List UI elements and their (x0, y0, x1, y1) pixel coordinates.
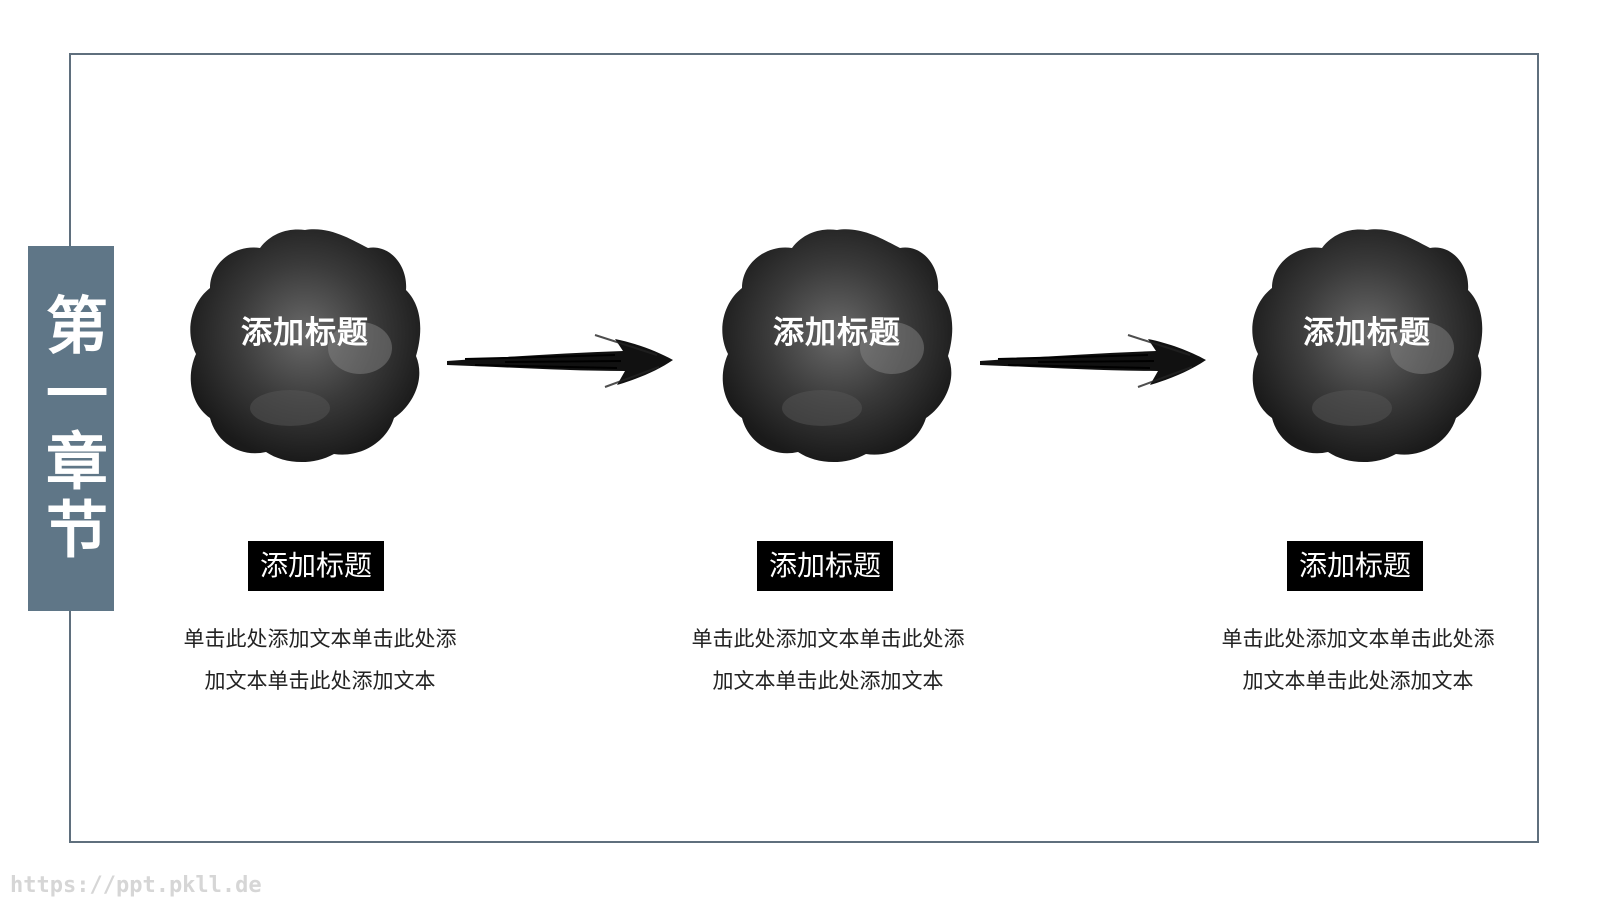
step-2-ink-title: 添加标题 (773, 314, 901, 351)
ink-blob-icon (190, 229, 421, 463)
step-1-description: 单击此处添加文本单击此处添 加文本单击此处添加文本 (160, 618, 480, 702)
chapter-label-box: 第一章节 (28, 246, 114, 611)
step-3-description: 单击此处添加文本单击此处添 加文本单击此处添加文本 (1198, 618, 1518, 702)
ink-blob-icon (722, 229, 953, 463)
arrow-2 (978, 315, 1210, 405)
step-1-desc-line-2: 加文本单击此处添加文本 (204, 669, 436, 693)
step-2-description: 单击此处添加文本单击此处添 加文本单击此处添加文本 (668, 618, 988, 702)
step-1-title-tag: 添加标题 (248, 541, 385, 591)
step-1-ink-circle: 添加标题 (180, 218, 430, 468)
step-3-desc-line-1: 单击此处添加文本单击此处添 (1221, 627, 1495, 651)
step-3-title-tag: 添加标题 (1287, 541, 1424, 591)
step-2-ink-circle: 添加标题 (712, 218, 962, 468)
watermark-url: https://ppt.pkll.de (10, 873, 262, 898)
step-1-desc-line-1: 单击此处添加文本单击此处添 (183, 627, 457, 651)
step-2-title-tag: 添加标题 (757, 541, 894, 591)
step-3-ink-title: 添加标题 (1303, 314, 1431, 351)
step-3-desc-line-2: 加文本单击此处添加文本 (1242, 669, 1474, 693)
ink-blob-icon (1252, 229, 1483, 463)
brush-arrow-icon (447, 334, 673, 388)
brush-arrow-icon (980, 334, 1206, 388)
step-3-ink-circle: 添加标题 (1242, 218, 1492, 468)
arrow-1 (445, 315, 677, 405)
step-2-desc-line-2: 加文本单击此处添加文本 (712, 669, 944, 693)
step-2-desc-line-1: 单击此处添加文本单击此处添 (691, 627, 965, 651)
chapter-label: 第一章节 (35, 292, 108, 565)
step-1-ink-title: 添加标题 (241, 314, 369, 351)
